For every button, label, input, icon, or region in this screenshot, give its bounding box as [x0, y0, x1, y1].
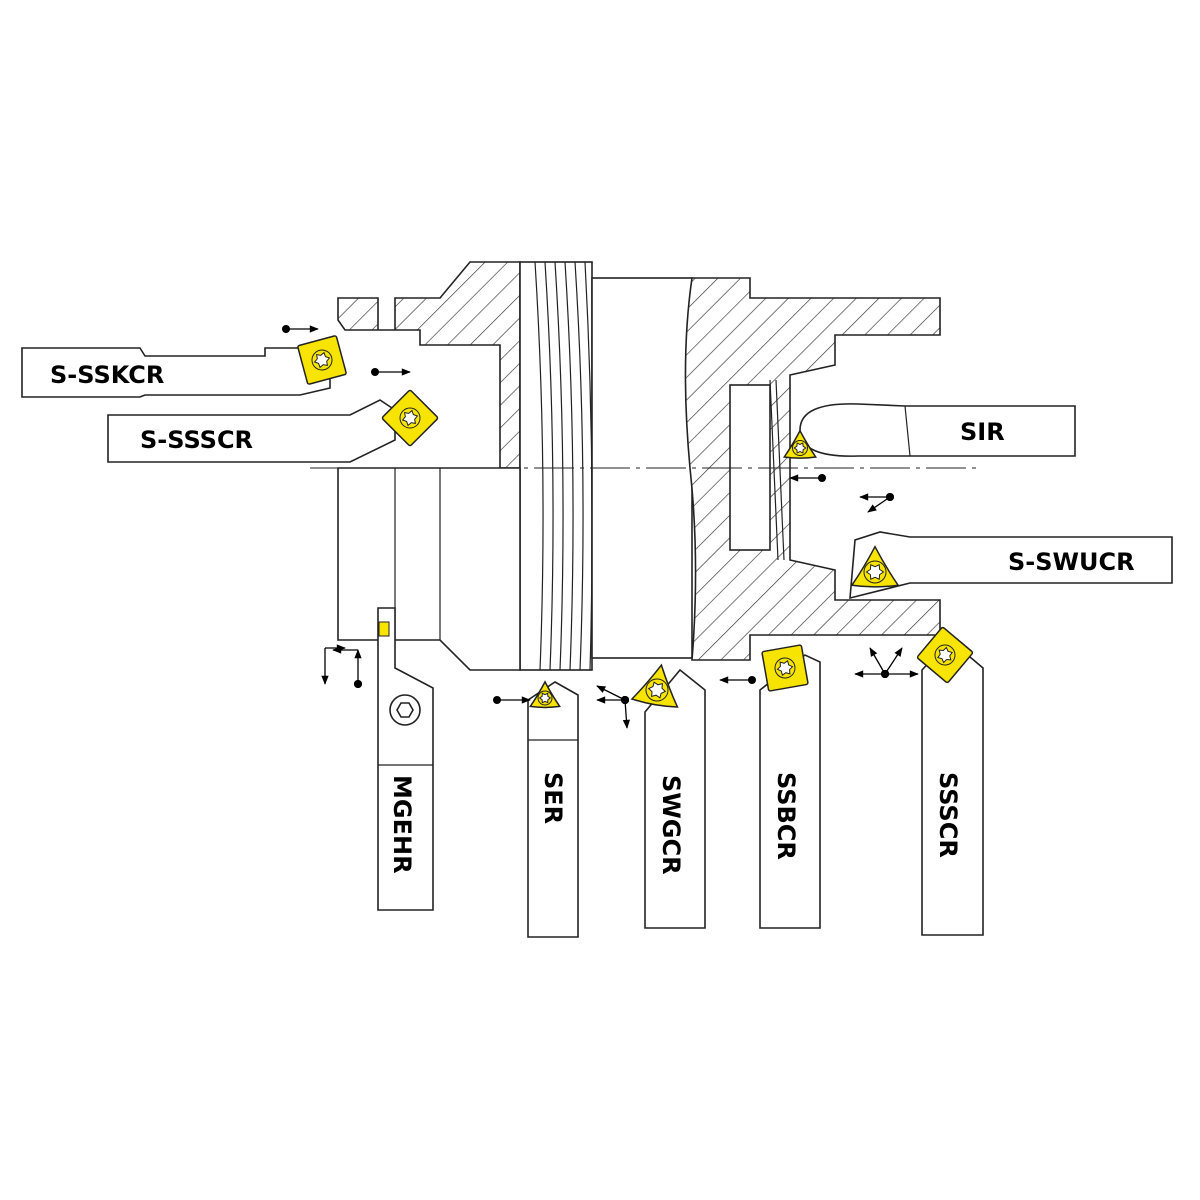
torx-screw-icon — [647, 681, 667, 699]
tool-s-sskcr[interactable]: S-SSKCR — [21, 347, 331, 398]
tool-swgcr[interactable]: SWGCR — [644, 668, 706, 929]
tool-ser[interactable]: SER — [527, 681, 579, 938]
tool-label-mgehr: MGEHR — [388, 775, 416, 874]
tool-s-ssscr[interactable]: S-SSSCR — [107, 399, 396, 463]
tool-label-s-swucr: S-SWUCR — [1008, 548, 1135, 576]
feed-direction-arrows — [282, 325, 919, 729]
torx-screw-icon — [776, 660, 794, 676]
thread-section — [519, 261, 593, 671]
feed-arrow — [621, 696, 631, 729]
insert-icon — [297, 335, 347, 385]
torx-screw-icon — [865, 564, 885, 580]
tool-label-ssscr: SSSCR — [934, 772, 962, 858]
tool-ssscr[interactable]: SSSCR — [921, 638, 984, 936]
tool-mgehr[interactable]: MGEHR — [377, 607, 434, 911]
tool-label-ssbcr: SSBCR — [772, 772, 800, 860]
right-body-hatched — [684, 277, 941, 661]
inserts — [297, 335, 974, 709]
tool-label-s-ssscr: S-SSSCR — [140, 426, 253, 454]
insert-icon — [528, 680, 562, 709]
tool-label-s-sskcr: S-SSKCR — [50, 361, 164, 389]
feed-arrow — [371, 368, 411, 376]
insert-icon — [850, 545, 900, 588]
feed-arrow — [867, 493, 894, 513]
left-body-lower — [337, 467, 521, 671]
torx-screw-icon — [937, 646, 953, 664]
feed-arrow — [789, 474, 826, 482]
torx-screw-icon — [401, 409, 419, 427]
workpiece-section — [310, 261, 980, 671]
torx-screw-icon — [313, 351, 331, 369]
feed-arrow — [493, 696, 531, 704]
insert-icon — [381, 389, 439, 447]
tool-s-swucr[interactable]: S-SWUCR — [849, 531, 1173, 600]
tool-ssbcr[interactable]: SSBCR — [759, 654, 821, 929]
torx-screw-icon — [538, 692, 552, 704]
tool-label-sir: SIR — [960, 418, 1005, 446]
hex-screw-icon — [396, 702, 414, 718]
torx-screw-icon — [793, 442, 807, 454]
feed-arrow — [884, 647, 903, 675]
tool-label-swgcr: SWGCR — [657, 775, 685, 875]
insert-icon — [761, 644, 809, 692]
insert-icon — [916, 626, 974, 684]
feed-arrow — [719, 676, 756, 684]
insert-icon — [782, 429, 818, 459]
feed-arrow — [282, 325, 319, 333]
tool-label-ser: SER — [539, 772, 567, 824]
tool-sir[interactable]: SIR — [799, 403, 1076, 457]
insert-icon — [630, 663, 679, 708]
